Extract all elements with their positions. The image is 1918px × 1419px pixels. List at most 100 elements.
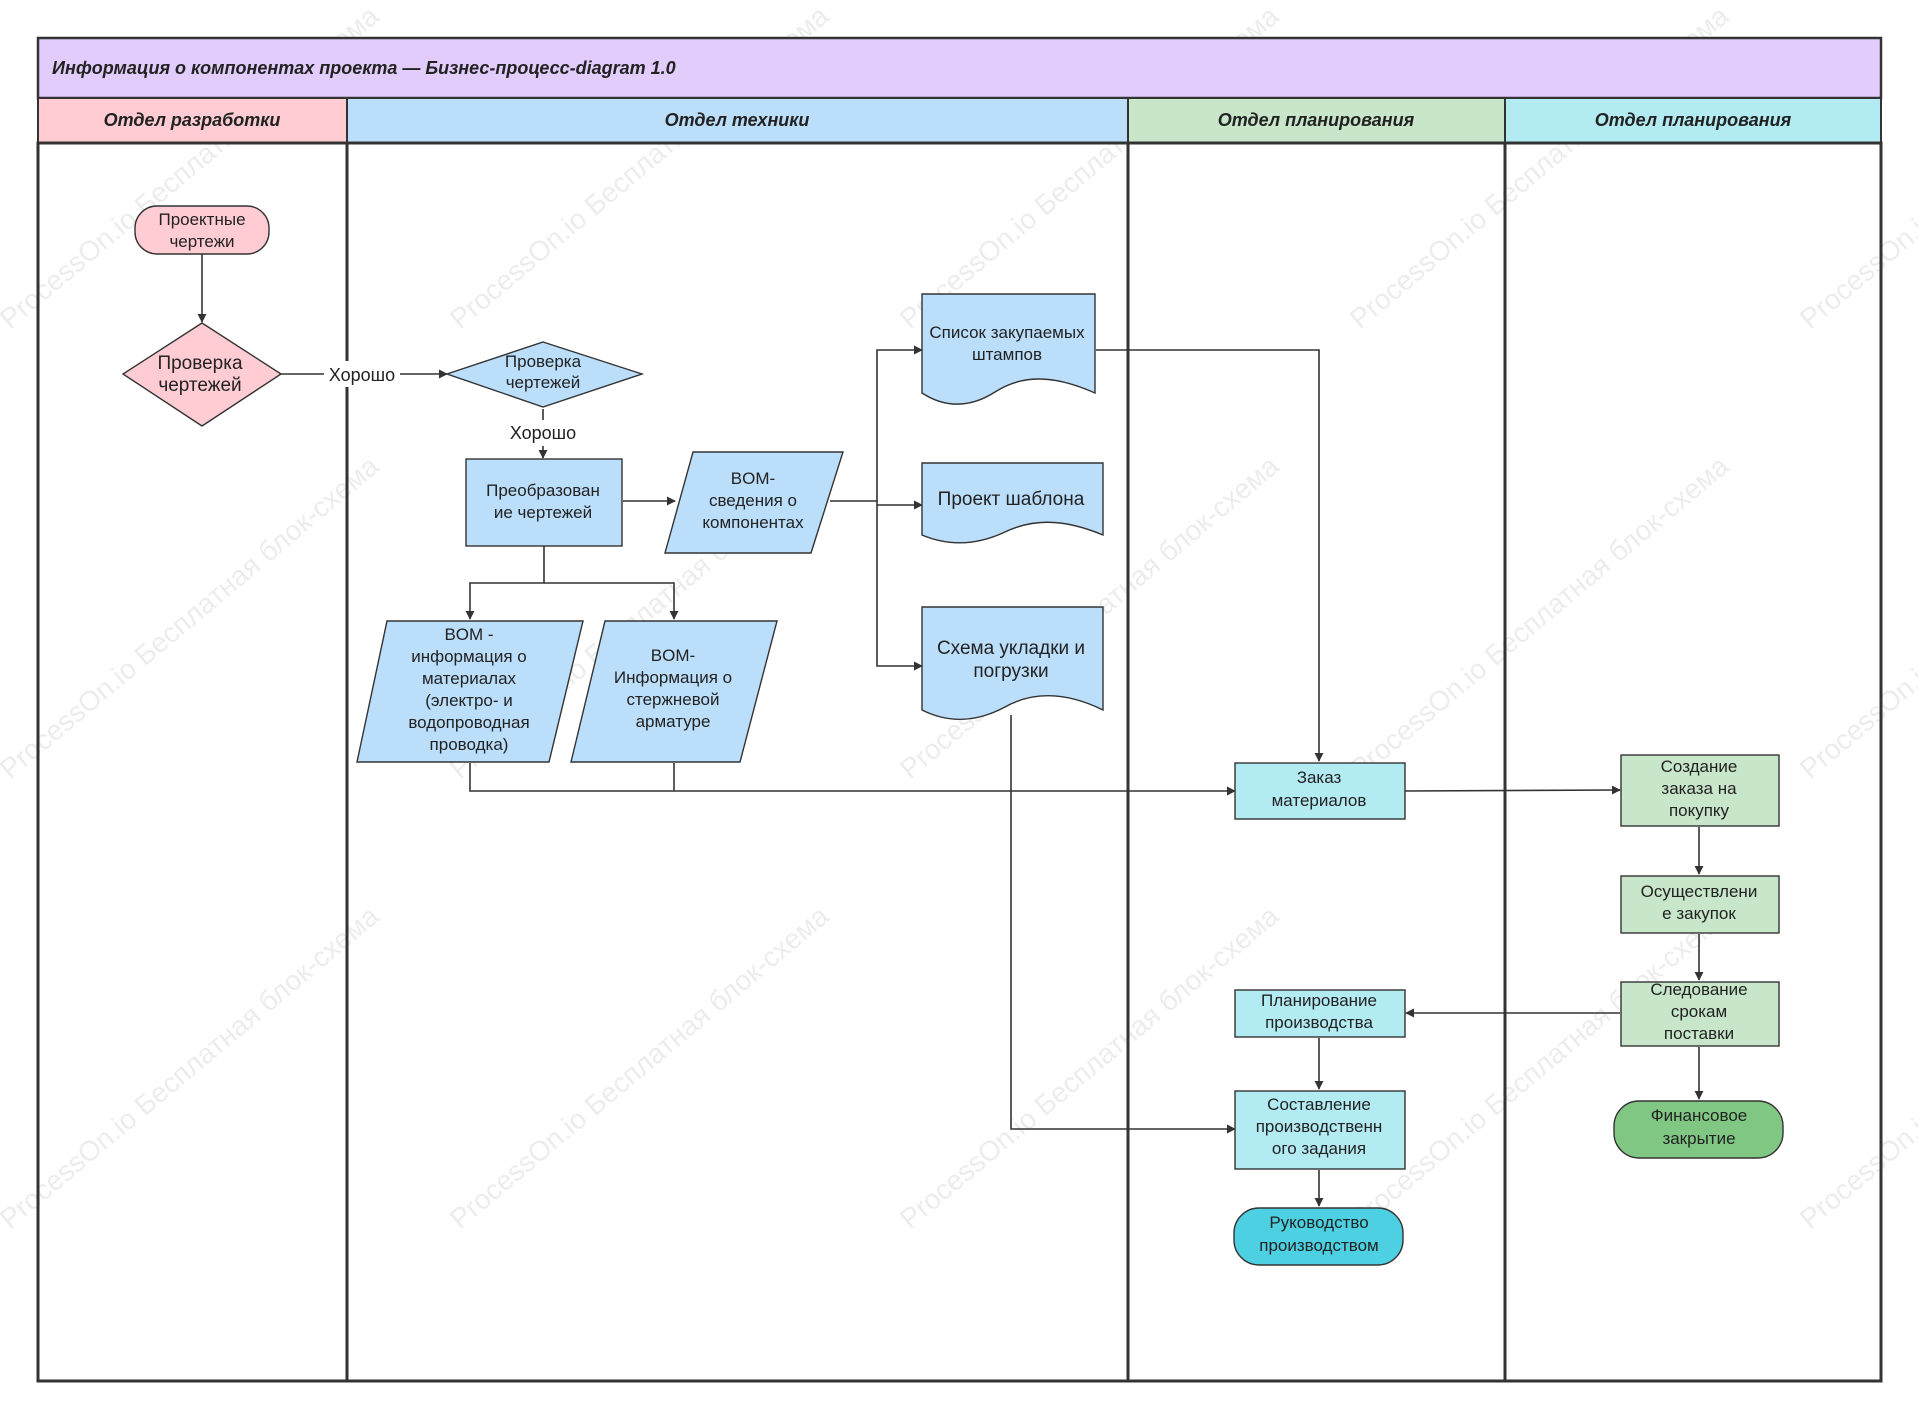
node-text-line: Проверка bbox=[157, 353, 243, 374]
watermark-14: ProcessOn.io Бесплатная блок-схема bbox=[1344, 900, 1735, 1235]
node-text-line: Планирование bbox=[1261, 991, 1377, 1010]
edge-label-bg-good-1 bbox=[324, 361, 400, 387]
lane-title-planning-2: Отдел планирования bbox=[1595, 110, 1792, 130]
node-text-line: стержневой bbox=[626, 690, 719, 709]
node-stamps-list[interactable]: Список закупаемых штампов bbox=[921, 293, 1096, 405]
node-text-line: поставки bbox=[1664, 1024, 1734, 1043]
node-check-drawings-2[interactable]: Проверка чертежей bbox=[444, 341, 645, 408]
node-text-line: Заказ bbox=[1297, 768, 1342, 787]
node-text-line: ие чертежей bbox=[494, 503, 592, 522]
edge-convert-to-rebar bbox=[544, 582, 679, 620]
node-text-line: Проект шаблона bbox=[938, 489, 1085, 510]
node-text-line: BOM- bbox=[731, 469, 775, 488]
lane-header-development bbox=[37, 97, 348, 144]
node-text-line: Список закупаемых bbox=[929, 323, 1085, 342]
node-text-line: е закупок bbox=[1662, 904, 1736, 923]
watermark-11: ProcessOn.io Бесплатная блок-схема bbox=[0, 900, 385, 1235]
node-text-line: проводка) bbox=[430, 735, 509, 754]
watermark-10: ProcessOn.io Бесплатная блок-схема bbox=[1794, 450, 1918, 785]
edge-order-to-purchase bbox=[1404, 785, 1621, 795]
node-production-planning[interactable]: Планирование производства bbox=[1234, 989, 1406, 1038]
node-text-line: производственн bbox=[1256, 1117, 1383, 1136]
edge-convert-split bbox=[465, 546, 545, 620]
node-text-line: чертежи bbox=[169, 232, 234, 251]
node-text-line: чертежей bbox=[506, 373, 581, 392]
node-text-line: чертежей bbox=[158, 375, 241, 396]
diagram-title: Информация о компонентах проекта — Бизне… bbox=[52, 58, 676, 78]
node-create-purchase-order[interactable]: Создание заказа на покупку bbox=[1620, 754, 1780, 827]
node-text-line: Руководство bbox=[1269, 1213, 1368, 1232]
node-production-management[interactable]: Руководство производством bbox=[1233, 1207, 1404, 1266]
node-text-line: Следование bbox=[1650, 980, 1747, 999]
edge-bom-to-stamps bbox=[830, 345, 923, 502]
lane-title-engineering: Отдел техники bbox=[665, 110, 810, 130]
node-text-line: Финансовое bbox=[1651, 1106, 1748, 1125]
node-text-line: Создание bbox=[1661, 757, 1738, 776]
edges: Хорошо Хорошо bbox=[197, 253, 1704, 1207]
node-text-line: покупку bbox=[1669, 801, 1730, 820]
node-template-project[interactable]: Проект шаблона bbox=[921, 462, 1104, 544]
node-project-drawings[interactable]: Проектные чертежи bbox=[134, 205, 270, 255]
node-text-line: компонентах bbox=[702, 513, 804, 532]
node-text-line: ого задания bbox=[1272, 1139, 1366, 1158]
node-text-line: (электро- и bbox=[425, 691, 513, 710]
node-convert-drawings[interactable]: Преобразован ие чертежей bbox=[465, 458, 623, 547]
node-text-line: Преобразован bbox=[486, 481, 600, 500]
svg-text:Проект шаблона: Проект шаблона bbox=[938, 489, 1085, 510]
lane-body-planning-2 bbox=[1503, 141, 1883, 1383]
edge-layout-to-task bbox=[1010, 715, 1236, 1134]
lane-title-development: Отдел разработки bbox=[104, 110, 281, 130]
node-text-line: Информация о bbox=[614, 668, 732, 687]
edge-label-good-2: Хорошо bbox=[510, 423, 576, 443]
watermark-9: ProcessOn.io Бесплатная блок-схема bbox=[1344, 450, 1735, 785]
node-text-line: BOM- bbox=[651, 646, 695, 665]
pool: Информация о компонентах проекта — Бизне… bbox=[36, 36, 1883, 1383]
node-text-line: штампов bbox=[972, 345, 1042, 364]
lane-title-planning-1: Отдел планирования bbox=[1218, 110, 1415, 130]
edge-bom-to-layout bbox=[876, 501, 923, 671]
title-bar bbox=[36, 36, 1883, 100]
watermark-12: ProcessOn.io Бесплатная блок-схема bbox=[444, 900, 835, 1235]
watermark-13: ProcessOn.io Бесплатная блок-схема bbox=[894, 900, 1285, 1235]
lane-body-planning-1 bbox=[1126, 141, 1507, 1383]
edge-label-good-1: Хорошо bbox=[329, 365, 395, 385]
node-text-line: производства bbox=[1265, 1013, 1373, 1032]
node-track-delivery[interactable]: Следование срокам поставки bbox=[1620, 980, 1780, 1047]
node-text-line: производством bbox=[1259, 1236, 1379, 1255]
watermark-6: ProcessOn.io Бесплатная блок-схема bbox=[0, 450, 385, 785]
node-text-line: срокам bbox=[1671, 1002, 1727, 1021]
node-text-line: информация о bbox=[411, 647, 527, 666]
watermark-15: ProcessOn.io Бесплатная блок-схема bbox=[1794, 900, 1918, 1235]
node-text-line: материалах bbox=[422, 669, 517, 688]
node-text-line: Проектные bbox=[158, 210, 245, 229]
node-text-line: погрузки bbox=[973, 661, 1048, 682]
node-text-line: Проверка bbox=[505, 352, 582, 371]
lane-header-engineering bbox=[346, 97, 1129, 144]
node-text-line: заказа на bbox=[1661, 779, 1737, 798]
edge-label-bg-good-2 bbox=[505, 420, 581, 446]
